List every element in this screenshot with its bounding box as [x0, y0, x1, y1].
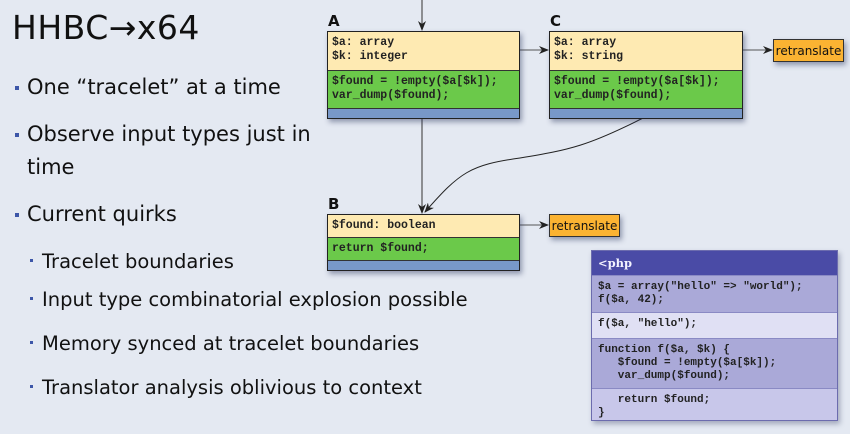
node-b-label: B [328, 195, 340, 213]
bullet-marker-icon [15, 86, 19, 90]
php-section-call-int: $a = array("hello" => "world"); f($a, 42… [592, 275, 837, 312]
slide-title: HHBC→x64 [12, 8, 200, 47]
retranslate-c[interactable]: retranslate [773, 39, 844, 62]
block-b-code: return $found; [328, 238, 519, 261]
bullet-text: time [27, 155, 75, 179]
php-section-return: return $found; } [592, 388, 837, 420]
tracelet-block-b[interactable]: $found: boolean return $found; [327, 214, 520, 271]
bullet-text: Current quirks [27, 202, 177, 226]
php-listing-header: <php [592, 251, 837, 275]
php-section-call-string: f($a, "hello"); [592, 312, 837, 338]
bullet-text: One “tracelet” at a time [27, 75, 281, 99]
block-c-code: $found = !empty($a[$k]); var_dump($found… [550, 71, 742, 109]
bullet-item: Current quirks [15, 200, 177, 229]
tracelet-block-a[interactable]: $a: array $k: integer $found = !empty($a… [327, 31, 520, 119]
edge-c-to-b [424, 117, 644, 213]
block-c-types: $a: array $k: string [550, 32, 742, 71]
block-a-code: $found = !empty($a[$k]); var_dump($found… [328, 71, 519, 109]
retranslate-b[interactable]: retranslate [549, 214, 620, 237]
sub-bullet-item: Translator analysis oblivious to context [30, 373, 422, 402]
bullet-text: Translator analysis oblivious to context [42, 376, 422, 399]
bullet-item: One “tracelet” at a time [15, 73, 281, 102]
bullet-marker-icon [15, 213, 19, 217]
bullet-marker-icon [30, 385, 33, 388]
node-a-label: A [328, 12, 340, 30]
tracelet-block-c[interactable]: $a: array $k: string $found = !empty($a[… [549, 31, 743, 119]
bullet-item-continuation: time [27, 153, 74, 182]
php-section-function-body: function f($a, $k) { $found = !empty($a[… [592, 338, 837, 388]
bullet-marker-icon [15, 133, 19, 137]
block-b-types: $found: boolean [328, 215, 519, 238]
block-a-types: $a: array $k: integer [328, 32, 519, 71]
sub-bullet-item: Tracelet boundaries [30, 247, 234, 276]
bullet-text: Input type combinatorial explosion possi… [42, 288, 468, 311]
bullet-text: Observe input types just in [27, 122, 311, 146]
bullet-text: Tracelet boundaries [42, 250, 234, 273]
sub-bullet-item: Input type combinatorial explosion possi… [30, 285, 468, 314]
node-c-label: C [550, 12, 562, 30]
sub-bullet-item: Memory synced at tracelet boundaries [30, 329, 420, 358]
bullet-marker-icon [30, 297, 33, 300]
bullet-marker-icon [30, 259, 33, 262]
bullet-text: Memory synced at tracelet boundaries [42, 332, 420, 355]
bullet-marker-icon [30, 341, 33, 344]
bullet-item: Observe input types just in [15, 120, 311, 149]
block-c-footer [550, 109, 742, 118]
php-code-listing: <php $a = array("hello" => "world"); f($… [591, 250, 838, 421]
block-a-footer [328, 109, 519, 118]
block-b-footer [328, 261, 519, 270]
